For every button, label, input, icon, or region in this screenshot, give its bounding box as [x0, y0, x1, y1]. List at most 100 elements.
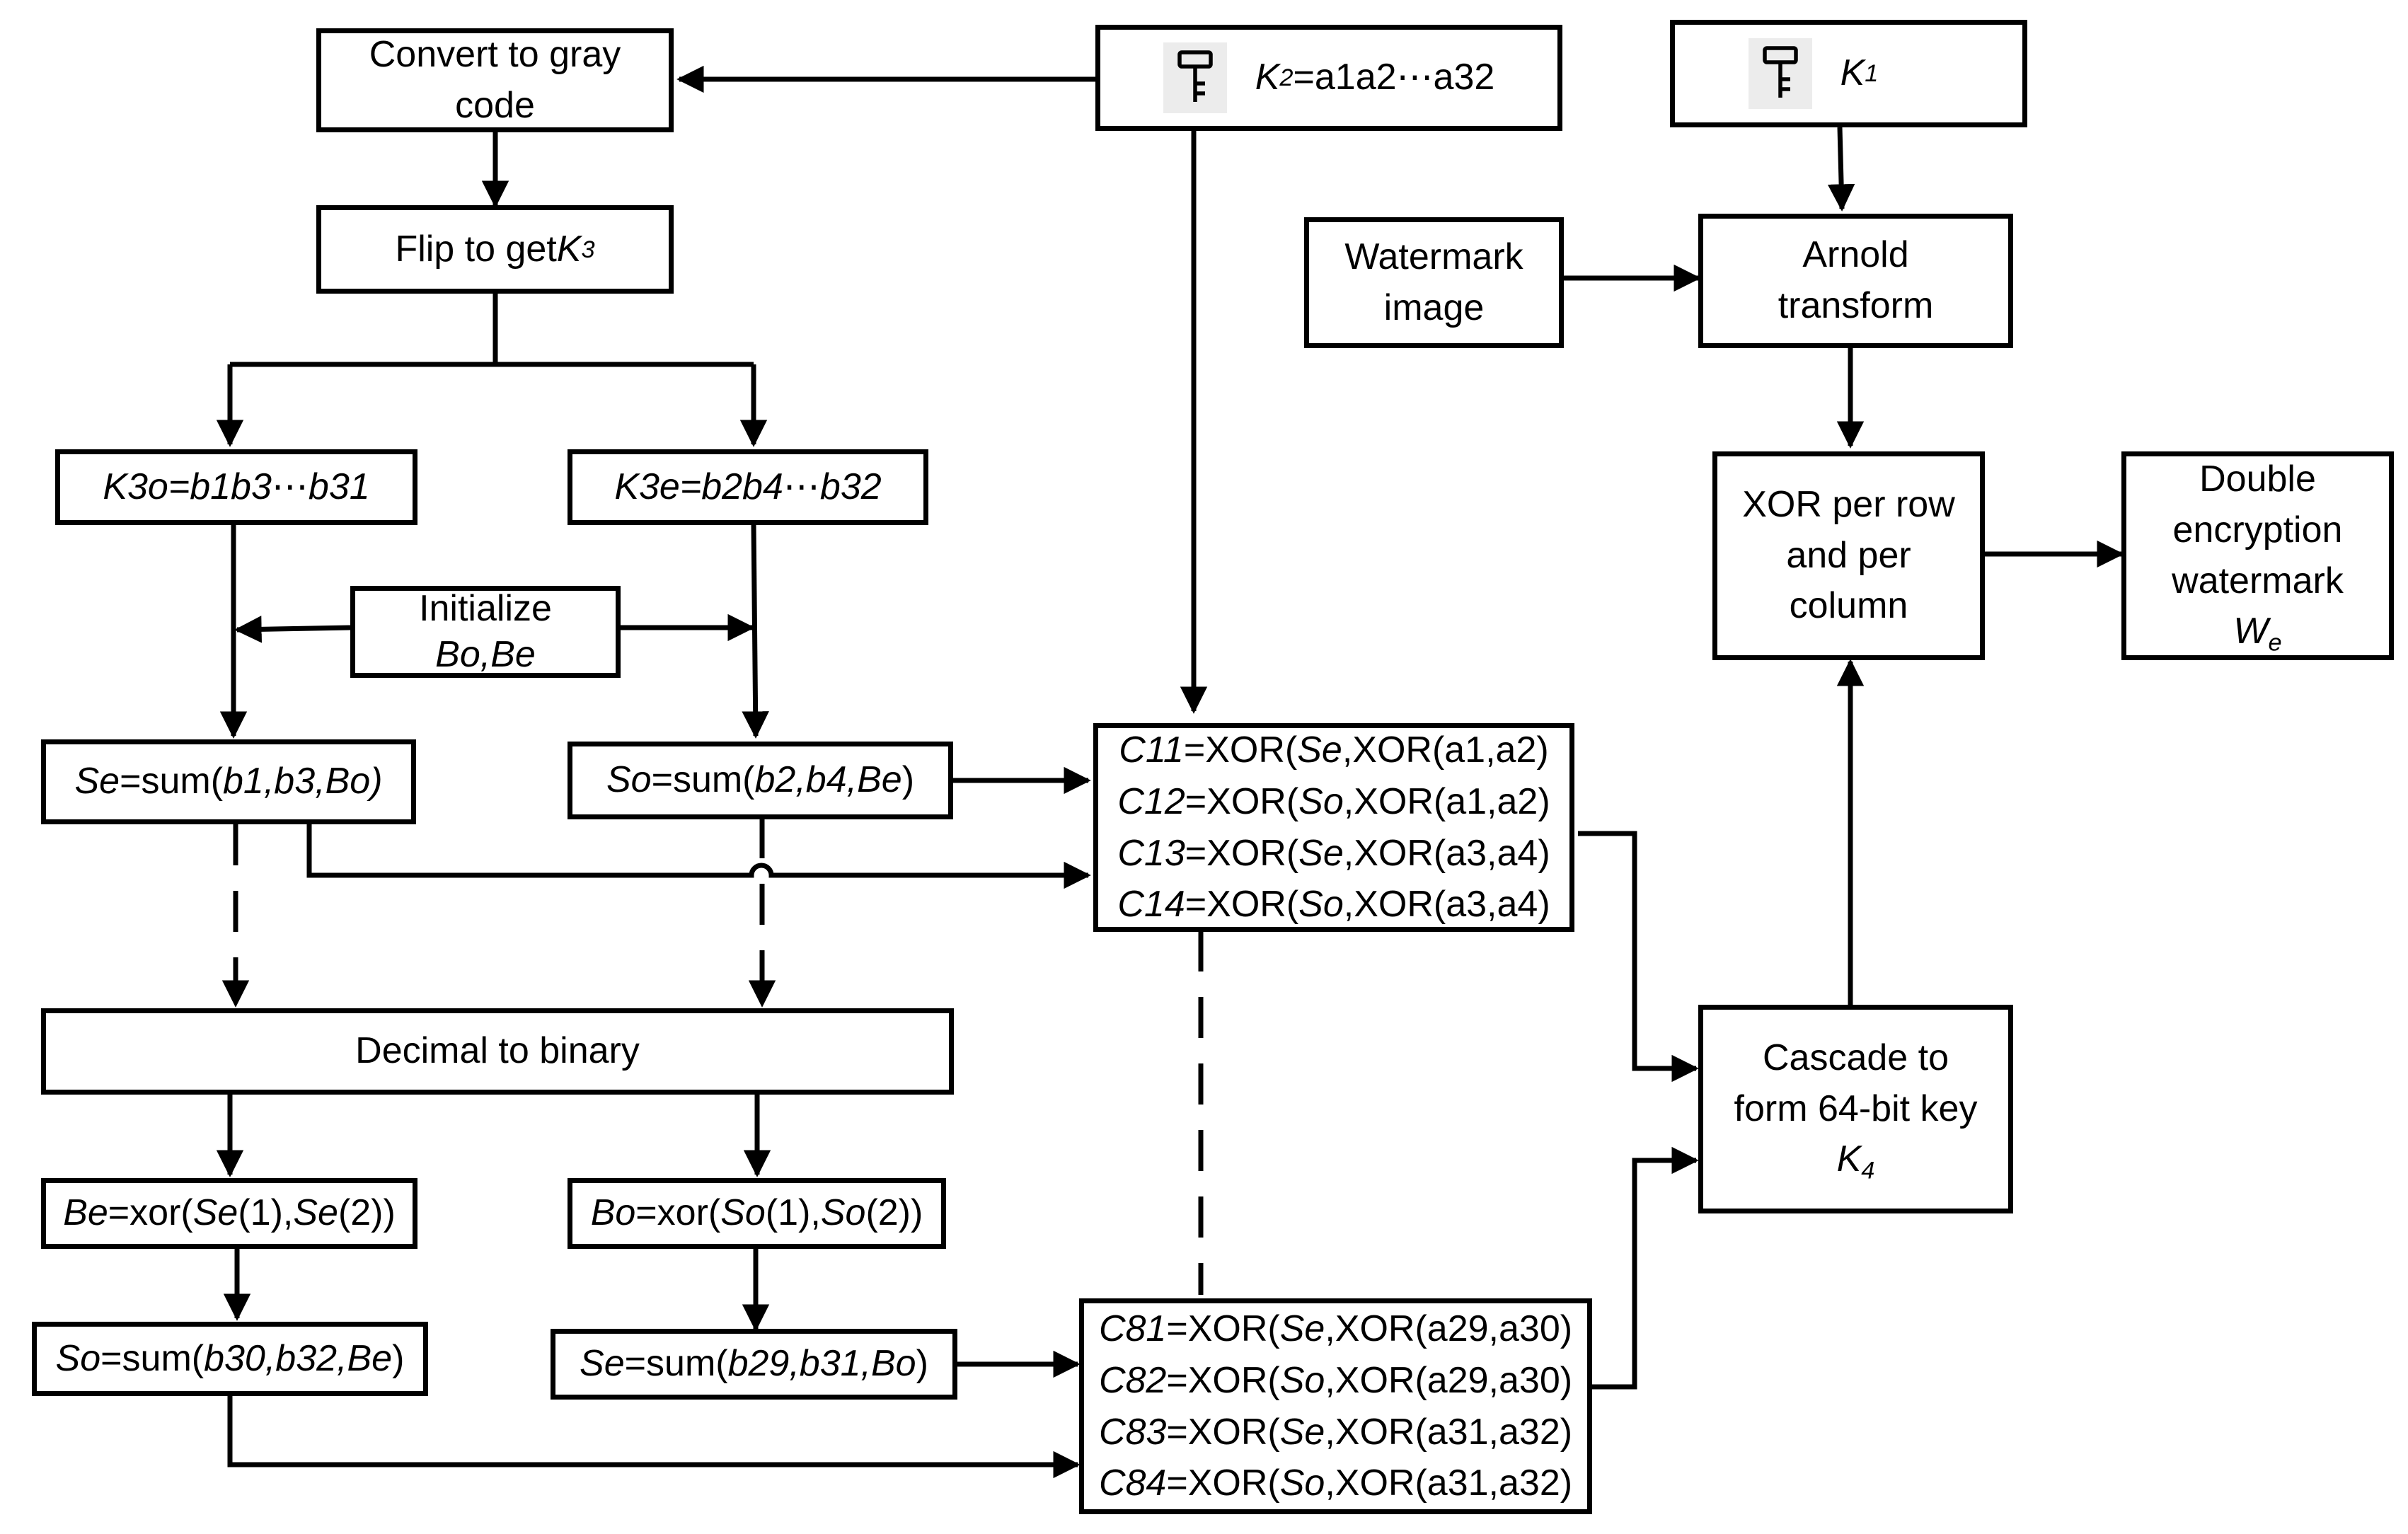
bo-f: (2)): [865, 1192, 923, 1234]
double-encryption-box: Double encryption watermark We: [2121, 451, 2394, 660]
xor-row-column-box: XOR per row and per column: [1712, 451, 1985, 660]
c13-post: ,XOR(a3,a4): [1343, 832, 1550, 874]
c11-pre: =XOR(: [1183, 729, 1298, 771]
bo-e: So: [820, 1192, 866, 1234]
c82-pre: =XOR(: [1166, 1359, 1280, 1401]
we-sub: e: [2268, 629, 2282, 657]
c81-v: Se: [1279, 1308, 1325, 1349]
c81-pre: =XOR(: [1166, 1308, 1280, 1349]
so-sum-box: So=sum(b2,b4,Be): [568, 742, 953, 819]
xor-rc-line2: and per: [1786, 534, 1911, 576]
c83-post: ,XOR(a31,a32): [1325, 1411, 1573, 1453]
watermark-image-box: Watermark image: [1304, 217, 1564, 348]
se2-d: ): [916, 1343, 928, 1385]
k1-var: K: [1840, 52, 1865, 94]
se-sum-2-box: Se=sum(b29,b31,Bo): [551, 1329, 957, 1400]
arnold-transform-box: Arnold transform: [1698, 214, 2013, 348]
be-f: (2)): [338, 1192, 396, 1234]
c81-name: C81: [1098, 1308, 1167, 1349]
c11-v: Se: [1297, 729, 1342, 771]
so1-c: b2,b4,Be: [754, 759, 902, 801]
so1-b: =sum(: [651, 759, 755, 801]
c14-v: So: [1298, 884, 1344, 925]
key-icon: [1748, 38, 1812, 109]
double-line2: encryption: [2172, 509, 2343, 550]
c14-name: C14: [1117, 884, 1185, 925]
k3o-box: K3o=b1b3⋯b31: [55, 449, 417, 525]
cascade-box: Cascade to form 64-bit key K4: [1698, 1005, 2013, 1213]
double-line1: Double: [2199, 459, 2316, 500]
so2-a: So: [55, 1337, 101, 1379]
cascade-line2: form 64-bit key: [1734, 1088, 1978, 1129]
so1-a: So: [606, 759, 652, 801]
bo-xor-box: Bo=xor(So(1),So(2)): [568, 1178, 946, 1249]
c84-pre: =XOR(: [1166, 1463, 1280, 1504]
so1-d: ): [901, 759, 915, 801]
double-line3: watermark: [2172, 560, 2344, 601]
so2-b: =sum(: [100, 1337, 204, 1379]
k3e-box: K3e=b2b4⋯b32: [568, 449, 928, 525]
be-c: Se: [192, 1192, 238, 1234]
c84-name: C84: [1098, 1463, 1167, 1504]
be-e: Se: [293, 1192, 338, 1234]
se1-a: Se: [74, 761, 120, 802]
c11-post: ,XOR(a1,a2): [1342, 729, 1549, 771]
be-d: (1),: [238, 1192, 294, 1234]
watermark-line1: Watermark: [1344, 236, 1523, 277]
arnold-line2: transform: [1778, 285, 1934, 326]
dec2bin-text: Decimal to binary: [355, 1030, 640, 1072]
bo-d: (1),: [765, 1192, 821, 1234]
c11-name: C11: [1119, 729, 1184, 771]
c84-post: ,XOR(a31,a32): [1325, 1463, 1573, 1504]
c13-v: Se: [1298, 832, 1344, 874]
cascade-line1: Cascade to: [1762, 1037, 1949, 1078]
c12-post: ,XOR(a1,a2): [1343, 780, 1550, 822]
se1-b: =sum(: [120, 761, 224, 802]
xor-rc-line3: column: [1789, 585, 1908, 627]
k2-var: K: [1255, 57, 1280, 98]
c82-name: C82: [1098, 1359, 1167, 1401]
c12-pre: =XOR(: [1185, 780, 1299, 822]
so2-d: ): [392, 1337, 405, 1379]
decimal-to-binary-box: Decimal to binary: [41, 1008, 954, 1095]
xor-rc-line1: XOR per row: [1742, 483, 1955, 525]
bo-b: =xor(: [635, 1192, 721, 1234]
c82-v: So: [1279, 1359, 1325, 1401]
we-var: W: [2233, 611, 2269, 652]
convert-gray-code-line2: code: [455, 84, 535, 126]
so-sum-2-box: So=sum(b30,b32,Be): [32, 1322, 428, 1396]
se2-c: b29,b31,Bo: [727, 1343, 916, 1385]
c83-pre: =XOR(: [1166, 1411, 1280, 1453]
c13-name: C13: [1117, 832, 1185, 874]
se1-c: b1,b3,Bo): [223, 761, 383, 802]
initialize-line2: Bo,Be: [435, 634, 536, 675]
k2-rest: =a1a2⋯a32: [1293, 57, 1495, 98]
bo-a: Bo: [590, 1192, 636, 1234]
k4-sub: 4: [1861, 1157, 1875, 1184]
k3e-text: K3e=b2b4⋯b32: [614, 466, 882, 507]
be-b: =xor(: [108, 1192, 193, 1234]
initialize-line1: Initialize: [419, 588, 552, 629]
c83-name: C83: [1098, 1411, 1167, 1453]
c13-pre: =XOR(: [1185, 832, 1299, 874]
c-bottom-box: C81=XOR(Se,XOR(a29,a30) C82=XOR(So,XOR(a…: [1079, 1298, 1592, 1514]
flip-text: Flip to get: [395, 228, 557, 270]
watermark-line2: image: [1383, 287, 1485, 328]
c81-post: ,XOR(a29,a30): [1325, 1308, 1573, 1349]
flip-var: K: [556, 228, 582, 270]
se2-b: =sum(: [624, 1343, 728, 1385]
convert-gray-code-line1: Convert to gray: [369, 33, 621, 75]
c84-v: So: [1279, 1463, 1325, 1504]
c12-name: C12: [1117, 780, 1185, 822]
key-icon: [1163, 42, 1227, 113]
be-a: Be: [63, 1192, 108, 1234]
se2-a: Se: [580, 1343, 625, 1385]
c14-post: ,XOR(a3,a4): [1343, 884, 1550, 925]
be-xor-box: Be=xor(Se(1),Se(2)): [41, 1178, 417, 1249]
k4-var: K: [1836, 1138, 1862, 1180]
